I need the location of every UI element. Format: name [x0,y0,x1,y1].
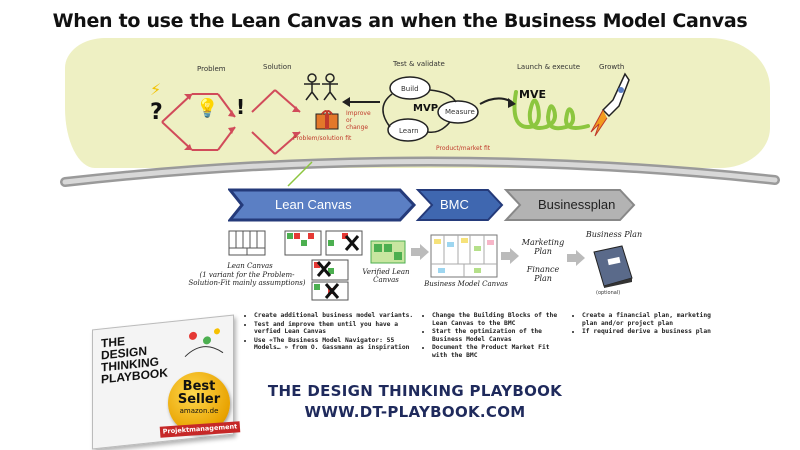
mvp-label: MVP [413,103,439,114]
timeline-curve [60,156,780,187]
loop-learn: Learn [399,127,419,135]
lean-canvas-thumbnail [228,230,266,256]
verified-canvas-thumbnail [370,240,406,264]
bullet-item: Start the optimization of the Business M… [432,328,562,343]
build-measure-learn-loop [382,76,479,142]
footer-url: WWW.DT-PLAYBOOK.COM [304,403,526,421]
product-market-fit-label: Product/market fit [436,145,491,152]
bullet-item: Use «The Business Model Navigator: 55 Mo… [254,337,416,352]
lean-canvas-arrow-label: Lean Canvas [275,197,352,212]
gift-icon [315,110,339,130]
business-plan-book-icon [593,245,633,288]
bullet-item: If required derive a business plan [582,328,722,336]
improve-arrow [342,97,380,107]
exclamation-icon: ! [236,95,246,119]
verified-caption: Verified Lean Canvas [362,268,410,284]
optional-label: (optional) [596,290,621,296]
arrow-to-plans [501,248,519,264]
lean-canvas-note: (1 variant for the Problem-Solution-Fit … [188,271,306,287]
problem-solution-arrows [161,89,301,155]
stage-test-validate: Test & validate [393,60,445,68]
phase-arrows [228,188,636,222]
rocket-icon [590,72,630,137]
page-title: When to use the Lean Canvas an when the … [52,10,748,32]
people-icon [304,73,338,101]
bullet-item: Create a financial plan, marketing plan … [582,312,722,327]
question-mark-icon: ? [150,100,163,125]
marketing-plan-label: Marketing Plan [521,238,565,256]
mve-growth-squiggle [512,90,590,131]
businessplan-arrow-label: Businessplan [538,197,616,212]
bullet-item: Change the Building Blocks of the Lean C… [432,312,562,327]
stage-growth: Growth [599,63,625,71]
arrow-to-bmc [411,244,429,260]
badge-best: Best [182,379,216,394]
book-title: THE DESIGN THINKING PLAYBOOK [101,333,168,387]
stage-solution: Solution [263,63,292,71]
fit-connector-line [287,161,313,187]
mve-label: MVE [519,88,546,101]
lightbulb-icon: 💡 [196,98,219,119]
footer-title: THE DESIGN THINKING PLAYBOOK [267,382,563,400]
bmc-caption: Business Model Canvas [424,280,508,288]
bullets-businessplan: Create a financial plan, marketing plan … [572,312,722,337]
finance-plan-label: Finance Plan [526,265,560,283]
bullets-lean-canvas: Create additional business model variant… [244,312,416,353]
bullets-bmc: Change the Building Blocks of the Lean C… [422,312,562,361]
bullet-item: Document the Product Market Fit with the… [432,344,562,359]
loop-measure: Measure [445,108,475,116]
loop-build: Build [401,85,419,93]
book-cover: THE DESIGN THINKING PLAYBOOK [92,314,234,450]
bullet-item: Create additional business model variant… [254,312,416,320]
bullet-item: Test and improve them until you have a v… [254,321,416,336]
improve-change-label: Improve or change [346,110,371,131]
variant-canvases [284,230,363,301]
bmc-thumbnail [430,234,498,278]
lean-canvas-caption: Lean Canvas [227,262,273,270]
badge-seller: Seller [177,392,221,407]
to-mve-arrow [479,97,516,108]
lightning-icon: ⚡ [150,80,162,99]
arrow-to-businessplan [567,250,585,266]
stage-launch-execute: Launch & execute [517,63,581,71]
stage-problem: Problem [197,65,226,73]
bmc-arrow-label: BMC [440,197,469,212]
book-illustration [184,328,224,358]
badge-amazon: amazon.de [179,407,219,415]
problem-solution-fit-label: Problem/solution fit [293,135,352,142]
business-plan-label: Business Plan [585,230,643,239]
